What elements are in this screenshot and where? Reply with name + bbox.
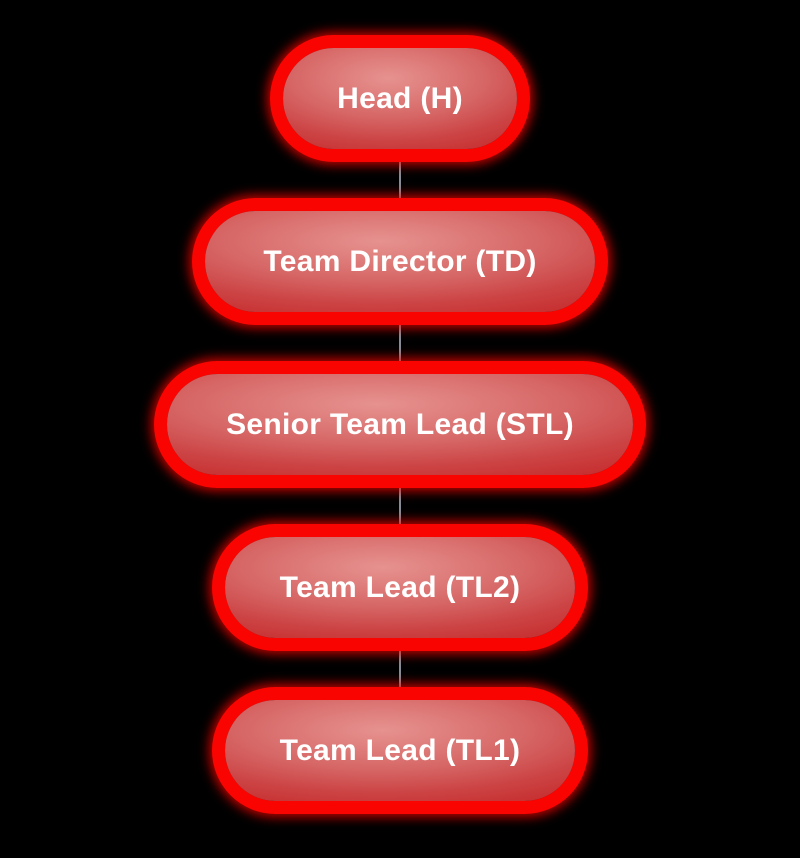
node-team-lead-tl2-label: Team Lead (TL2) <box>279 570 521 604</box>
node-head-label: Head (H) <box>337 81 463 115</box>
node-head: Head (H) <box>283 48 517 149</box>
connector-team-director-to-senior-team-lead <box>399 312 401 374</box>
node-senior-team-lead-label: Senior Team Lead (STL) <box>226 407 574 441</box>
connector-head-to-team-director <box>399 149 401 211</box>
node-team-director: Team Director (TD) <box>205 211 595 312</box>
node-team-lead-tl2: Team Lead (TL2) <box>225 537 575 638</box>
node-senior-team-lead: Senior Team Lead (STL) <box>167 374 633 475</box>
node-team-lead-tl1: Team Lead (TL1) <box>225 700 575 801</box>
connector-team-lead-tl2-to-team-lead-tl1 <box>399 638 401 700</box>
connector-senior-team-lead-to-team-lead-tl2 <box>399 475 401 537</box>
node-team-lead-tl1-label: Team Lead (TL1) <box>279 733 521 767</box>
node-team-director-label: Team Director (TD) <box>263 244 537 278</box>
